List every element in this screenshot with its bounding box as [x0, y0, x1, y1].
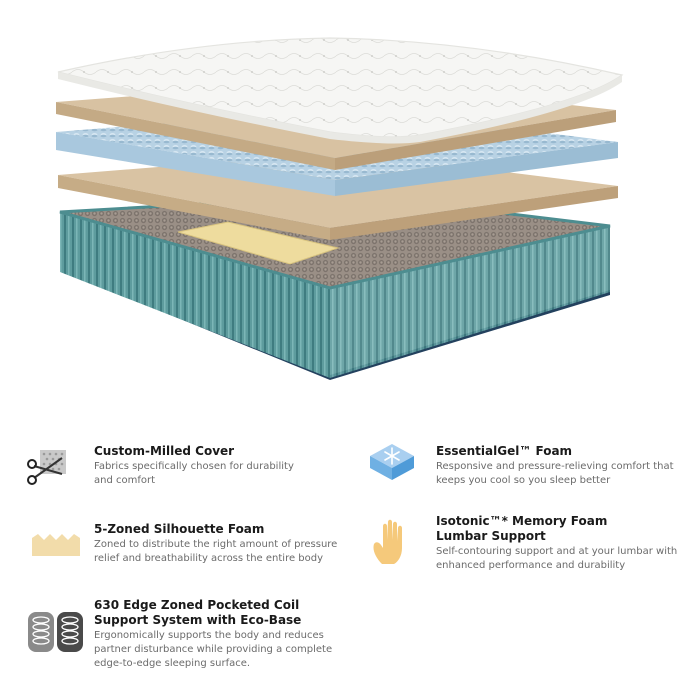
snowflake-gel-icon — [370, 444, 414, 480]
feature-title: Isotonic™* Memory Foam Lumbar Support — [436, 514, 608, 543]
lumbar-memory-foam-pad — [177, 221, 340, 265]
feature-description: Self-contouring support and at your lumb… — [436, 546, 678, 571]
coil-support-layer — [59, 193, 611, 380]
feature-title: 630 Edge Zoned Pocketed Coil Support Sys… — [94, 598, 302, 627]
feature-description: Responsive and pressure-relieving comfor… — [436, 461, 674, 486]
feature-title: EssentialGel™ Foam — [436, 444, 573, 458]
feature-description: Fabrics specifically chosen for durabili… — [94, 461, 294, 486]
quilted-cover-layer — [57, 37, 624, 144]
feature-title: 5-Zoned Silhouette Foam — [94, 522, 265, 536]
feature-description: Zoned to distribute the right amount of … — [94, 539, 338, 564]
scissors-fabric-icon — [27, 450, 66, 485]
feature-pocketed-coil-system: 630 Edge Zoned Pocketed Coil Support Sys… — [26, 596, 356, 676]
feature-custom-milled-cover: Custom-Milled Cover Fabrics specifically… — [26, 442, 346, 492]
feature-isotonic-lumbar: Isotonic™* Memory Foam Lumbar Support Se… — [366, 512, 686, 572]
feature-essentialgel-foam: EssentialGel™ Foam Responsive and pressu… — [366, 442, 686, 492]
feature-silhouette-foam: 5-Zoned Silhouette Foam Zoned to distrib… — [26, 520, 356, 570]
feature-description: Ergonomically supports the body and redu… — [94, 630, 333, 669]
zoned-foam-icon — [32, 534, 80, 556]
coil-springs-icon — [28, 612, 83, 652]
hand-icon — [373, 519, 402, 564]
feature-title: Custom-Milled Cover — [94, 444, 235, 458]
mattress-layers-illustration — [56, 37, 624, 380]
